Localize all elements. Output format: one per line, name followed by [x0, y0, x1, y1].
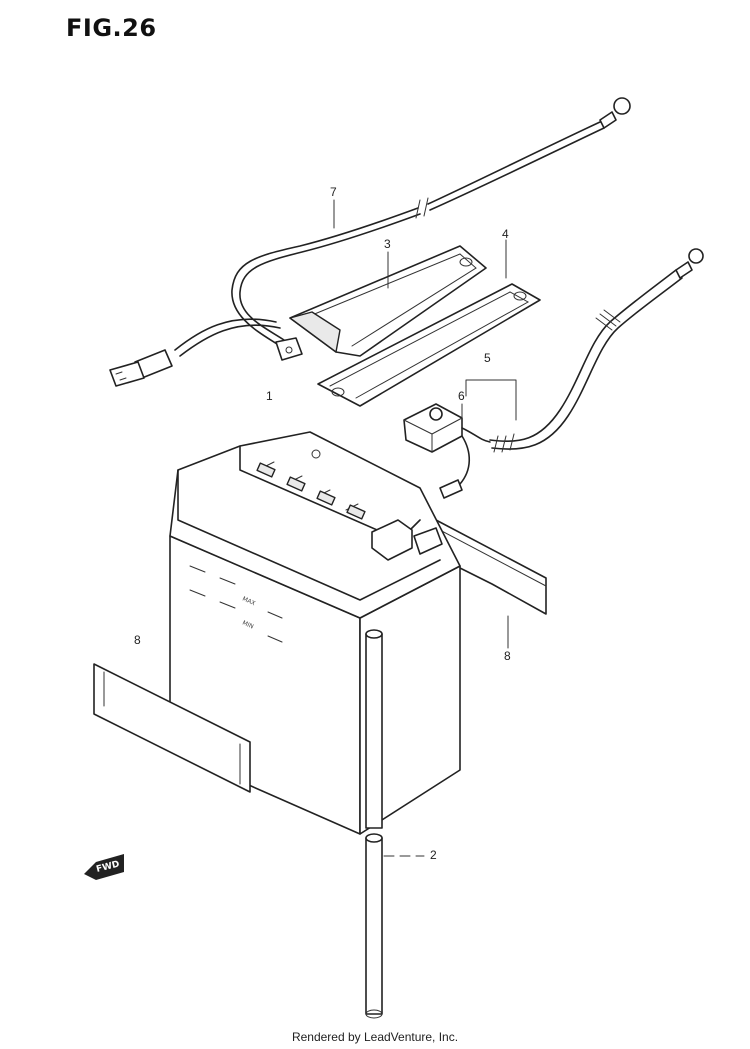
callout-5: 5 — [484, 351, 491, 365]
callout-7: 7 — [330, 185, 337, 199]
part-8-pad-left[interactable] — [93, 663, 251, 793]
part-6-terminal-clamp[interactable] — [403, 403, 491, 499]
part-4-strap[interactable] — [317, 283, 541, 407]
ring-terminal-icon — [613, 97, 631, 115]
part-2-breather-tube[interactable] — [365, 629, 383, 1019]
battery-max-marking: MAX — [241, 595, 256, 607]
part-3-strap[interactable] — [289, 245, 487, 357]
callout-1: 1 — [266, 389, 273, 403]
callout-2: 2 — [430, 848, 437, 862]
battery-min-marking: MIN — [241, 619, 254, 630]
leader-lines — [333, 199, 517, 857]
part-5-cable[interactable] — [489, 248, 704, 453]
callout-6: 6 — [458, 389, 465, 403]
footer-credit: Rendered by LeadVenture, Inc. — [291, 1030, 459, 1044]
forward-direction-badge: FWD — [84, 854, 124, 880]
callout-8-left: 8 — [134, 633, 141, 647]
callout-8-right: 8 — [504, 649, 511, 663]
callout-3: 3 — [384, 237, 391, 251]
part-7-cable[interactable] — [109, 97, 631, 387]
callout-4: 4 — [502, 227, 509, 241]
figure-title: FIG.26 — [66, 14, 157, 42]
part-1-battery[interactable]: MAX MIN — [169, 431, 461, 835]
ring-terminal-icon — [688, 248, 704, 264]
